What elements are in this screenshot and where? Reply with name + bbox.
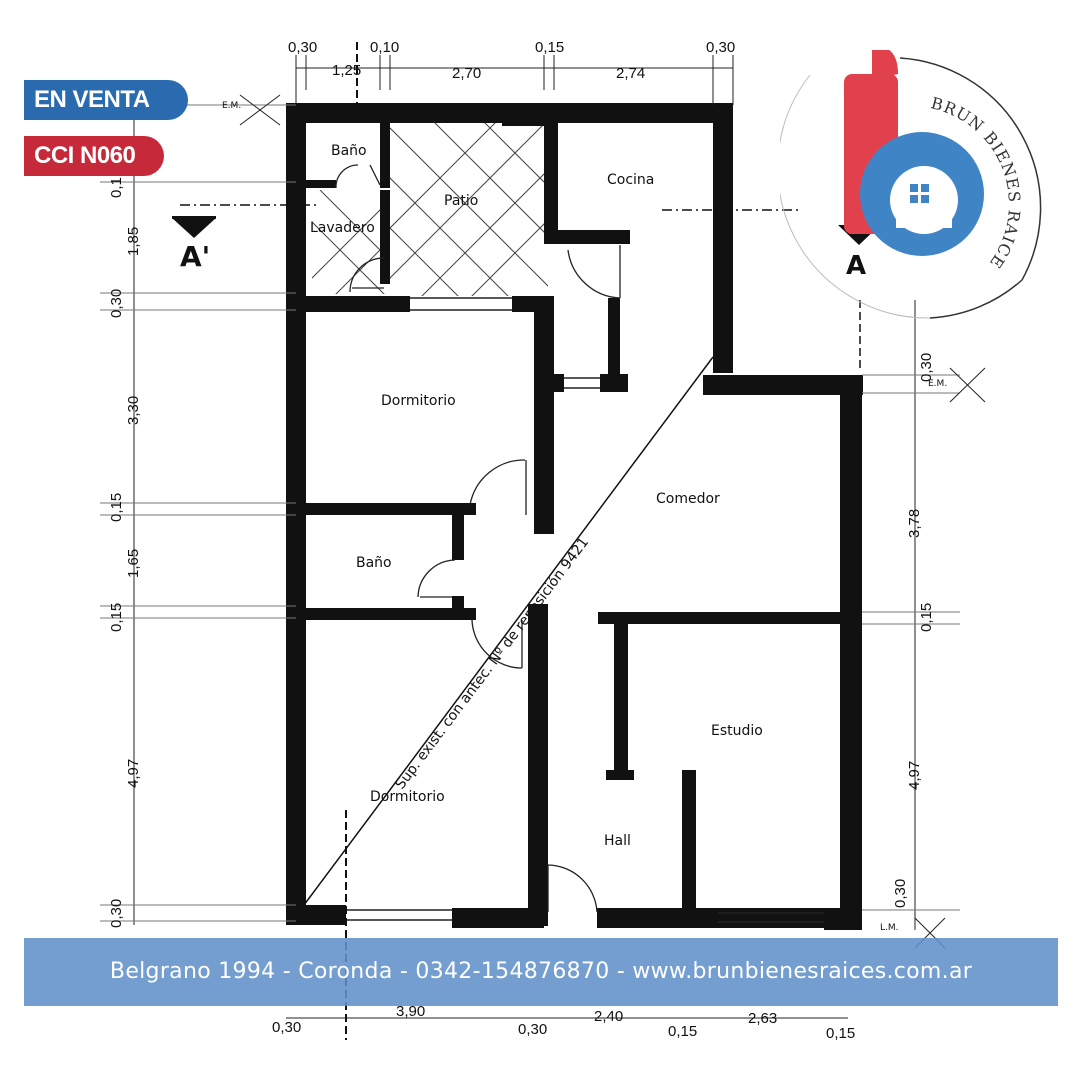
room-bano-top: Baño: [331, 143, 367, 159]
patio-hatch: [390, 118, 548, 296]
right-dimensions: 0,30 3,78 0,15 4,97 0,30: [892, 353, 935, 908]
bottom-dimensions: 0,30 3,90 0,30 2,40 0,15 2,63 0,15: [272, 1003, 855, 1042]
room-dormitorio-1: Dormitorio: [381, 393, 456, 409]
contact-footer: Belgrano 1994 - Coronda - 0342-154876870…: [24, 938, 1058, 1006]
room-comedor: Comedor: [656, 491, 720, 507]
room-lavadero: Lavadero: [310, 220, 375, 236]
svg-text:2,74: 2,74: [616, 65, 645, 82]
section-marker-left: A': [172, 204, 320, 273]
svg-text:0,15: 0,15: [826, 1025, 855, 1042]
diagonal-line: [303, 356, 714, 906]
svg-text:1,65: 1,65: [125, 549, 142, 578]
svg-text:0,1: 0,1: [108, 177, 125, 198]
svg-text:0,30: 0,30: [108, 899, 125, 928]
room-hall: Hall: [604, 833, 631, 849]
room-dormitorio-2: Dormitorio: [370, 789, 445, 805]
em-labels: E.M. E.M. L.M.: [222, 101, 947, 933]
property-code-badge: CCI N060: [24, 136, 164, 176]
svg-text:0,30: 0,30: [892, 879, 909, 908]
svg-text:2,40: 2,40: [594, 1008, 623, 1025]
room-labels: Baño Patio Lavadero Cocina Dormitorio Co…: [310, 143, 763, 849]
svg-text:0,15: 0,15: [535, 39, 564, 56]
walls: [286, 103, 863, 930]
svg-text:3,90: 3,90: [396, 1003, 425, 1020]
svg-text:0,30: 0,30: [288, 39, 317, 56]
svg-text:0,15: 0,15: [108, 603, 125, 632]
logo-ring-arc: [899, 57, 1042, 281]
svg-text:3,30: 3,30: [125, 396, 142, 425]
svg-text:4,97: 4,97: [906, 761, 923, 790]
room-patio: Patio: [444, 193, 478, 209]
windows: [346, 297, 824, 923]
left-dimensions: 0,1 1,85 0,30 3,30 0,15 1,65 0,15 4,97 0…: [108, 177, 142, 928]
svg-text:0,15: 0,15: [108, 493, 125, 522]
svg-text:0,30: 0,30: [108, 289, 125, 318]
svg-text:A: A: [846, 251, 866, 281]
brand-logo: BRUN BIENES RAICES: [780, 50, 1042, 319]
svg-text:2,63: 2,63: [748, 1010, 777, 1027]
svg-text:1,25: 1,25: [332, 62, 361, 79]
for-sale-badge: EN VENTA: [24, 80, 188, 120]
svg-text:0,30: 0,30: [918, 353, 935, 382]
room-bano-mid: Baño: [356, 555, 392, 571]
svg-text:A': A': [180, 240, 210, 273]
room-estudio: Estudio: [711, 723, 763, 739]
svg-text:3,78: 3,78: [906, 509, 923, 538]
doors: [335, 164, 621, 913]
svg-text:0,30: 0,30: [706, 39, 735, 56]
svg-text:E.M.: E.M.: [928, 379, 947, 389]
svg-text:4,97: 4,97: [125, 759, 142, 788]
svg-text:2,70: 2,70: [452, 65, 481, 82]
diagonal-note: Sup. exist. con antec. Nº de reposición …: [392, 535, 592, 793]
svg-text:0,15: 0,15: [668, 1023, 697, 1040]
svg-text:E.M.: E.M.: [222, 101, 241, 111]
svg-text:L.M.: L.M.: [880, 923, 899, 933]
svg-text:1,85: 1,85: [125, 227, 142, 256]
svg-text:0,10: 0,10: [370, 39, 399, 56]
room-cocina: Cocina: [607, 172, 654, 188]
top-dimensions: 0,30 0,10 0,15 0,30 1,25 2,70 2,74: [288, 39, 735, 82]
dimension-lines: [100, 42, 986, 1040]
svg-text:0,30: 0,30: [518, 1021, 547, 1038]
svg-text:0,30: 0,30: [272, 1019, 301, 1036]
svg-text:0,15: 0,15: [918, 603, 935, 632]
